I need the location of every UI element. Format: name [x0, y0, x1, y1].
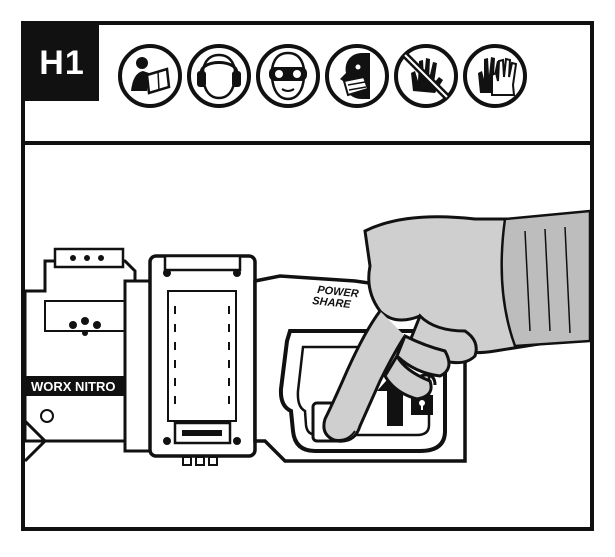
read-manual-icon [117, 43, 183, 109]
gloves-icon [462, 43, 528, 109]
battery-pack [123, 254, 257, 466]
step-label: H1 [25, 25, 99, 101]
brand-label: WORX NITRO [31, 379, 116, 394]
dust-mask-icon [324, 43, 390, 109]
eye-protection-icon [255, 43, 321, 109]
tool-head: WORX NITRO [25, 247, 137, 463]
gloved-hand [322, 209, 590, 443]
ear-protection-icon [186, 43, 252, 109]
power-share-line2: SHARE [312, 295, 352, 311]
instruction-panel: H1 [21, 21, 594, 531]
no-hands-icon [393, 43, 459, 109]
tool-illustration: WORX NITRO [25, 141, 590, 527]
safety-header: H1 [25, 25, 590, 145]
power-share-line1: POWER [317, 284, 360, 300]
